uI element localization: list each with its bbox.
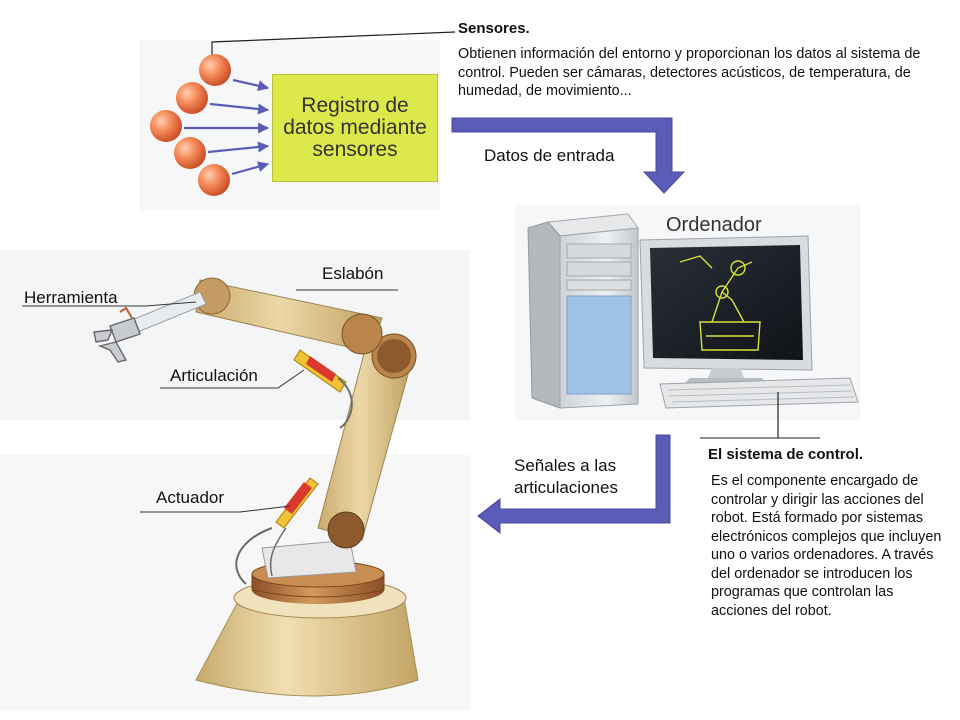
- input-data-label: Datos de entrada: [484, 146, 615, 165]
- tool-label: Herramienta: [24, 288, 118, 307]
- computer-keyboard: [659, 377, 859, 409]
- output-signals-label: Señales a las articulaciones: [514, 456, 618, 497]
- control-system-title: El sistema de control.: [708, 446, 864, 463]
- actuator-label: Actuador: [156, 488, 225, 507]
- tool-leader-line-tail: [145, 301, 197, 307]
- data-register-box-label: Registro de datos mediante sensores: [283, 94, 427, 161]
- sensor-sphere: [198, 164, 230, 196]
- robot-upper-arm: [193, 277, 383, 355]
- screen-robot-wireframe: [679, 255, 761, 351]
- computer-monitor: [639, 235, 813, 386]
- output-signal-arrow: [477, 434, 671, 535]
- joint-label: Articulación: [170, 366, 258, 385]
- joint-leader-line-tail: [277, 369, 305, 389]
- sensor-sphere: [199, 54, 231, 86]
- sensor-sphere: [150, 110, 182, 142]
- sensors-title: Sensores.: [458, 20, 530, 37]
- sensor-sphere: [174, 137, 206, 169]
- computer-label: Ordenador: [666, 214, 762, 236]
- input-data-arrow: [451, 117, 686, 194]
- sensor-spheres: [150, 54, 231, 196]
- control-system-description: Es el componente encargado de controlar …: [711, 473, 942, 619]
- robot-turret: [261, 539, 357, 579]
- robot-base: [195, 560, 419, 697]
- computer-tower: [527, 213, 639, 409]
- robot-label-leaders: [22, 289, 398, 513]
- actuator-leader-line-tail: [239, 505, 291, 513]
- robot-gripper: [93, 306, 141, 363]
- sensors-leader-line: [211, 31, 456, 62]
- robot-actuators: [235, 349, 353, 585]
- control-system-leader-line: [700, 392, 820, 439]
- robot-lower-arm: [317, 333, 417, 549]
- robot-tool-rod: [131, 291, 207, 333]
- data-register-box: Registro de datos mediante sensores: [272, 74, 438, 182]
- sensor-sphere: [176, 82, 208, 114]
- link-label: Eslabón: [322, 264, 384, 283]
- sensors-description: Obtienen información del entorno y propo…: [458, 46, 921, 99]
- sensor-arrows: [184, 78, 270, 176]
